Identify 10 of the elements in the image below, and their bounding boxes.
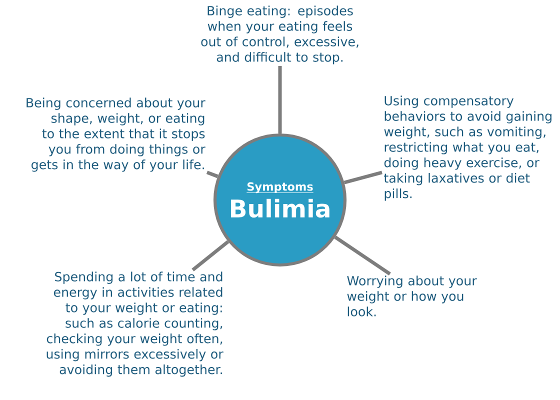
spoke-line (334, 236, 391, 276)
spoke-line (344, 170, 382, 184)
spoke-line (206, 170, 218, 178)
symptom-text: Using compensatory behaviors to avoid gaining weight, such as vomiting, restricting what you eat, doing heavy exercise, or taking laxatives or diet pills. (384, 96, 552, 201)
symptom-text: Worrying about your weight or how you look. (347, 276, 477, 316)
spoke-line (278, 66, 282, 134)
symptom-text: Binge eating: episodes when your eating feels out of control, excessive, and difficult to stop. (201, 6, 358, 64)
symptom-text: Spending a lot of time and energy in activities related to your weight or eating: such as calorie counting, checking your weight often, using mirrors excessively or avoiding them altogether. (46, 272, 224, 377)
spoke-line (192, 240, 230, 272)
symptom-text: Being concerned about your shape, weight, or eating to the extent that it stops you from doing things or gets in the way of your life. (26, 98, 206, 172)
